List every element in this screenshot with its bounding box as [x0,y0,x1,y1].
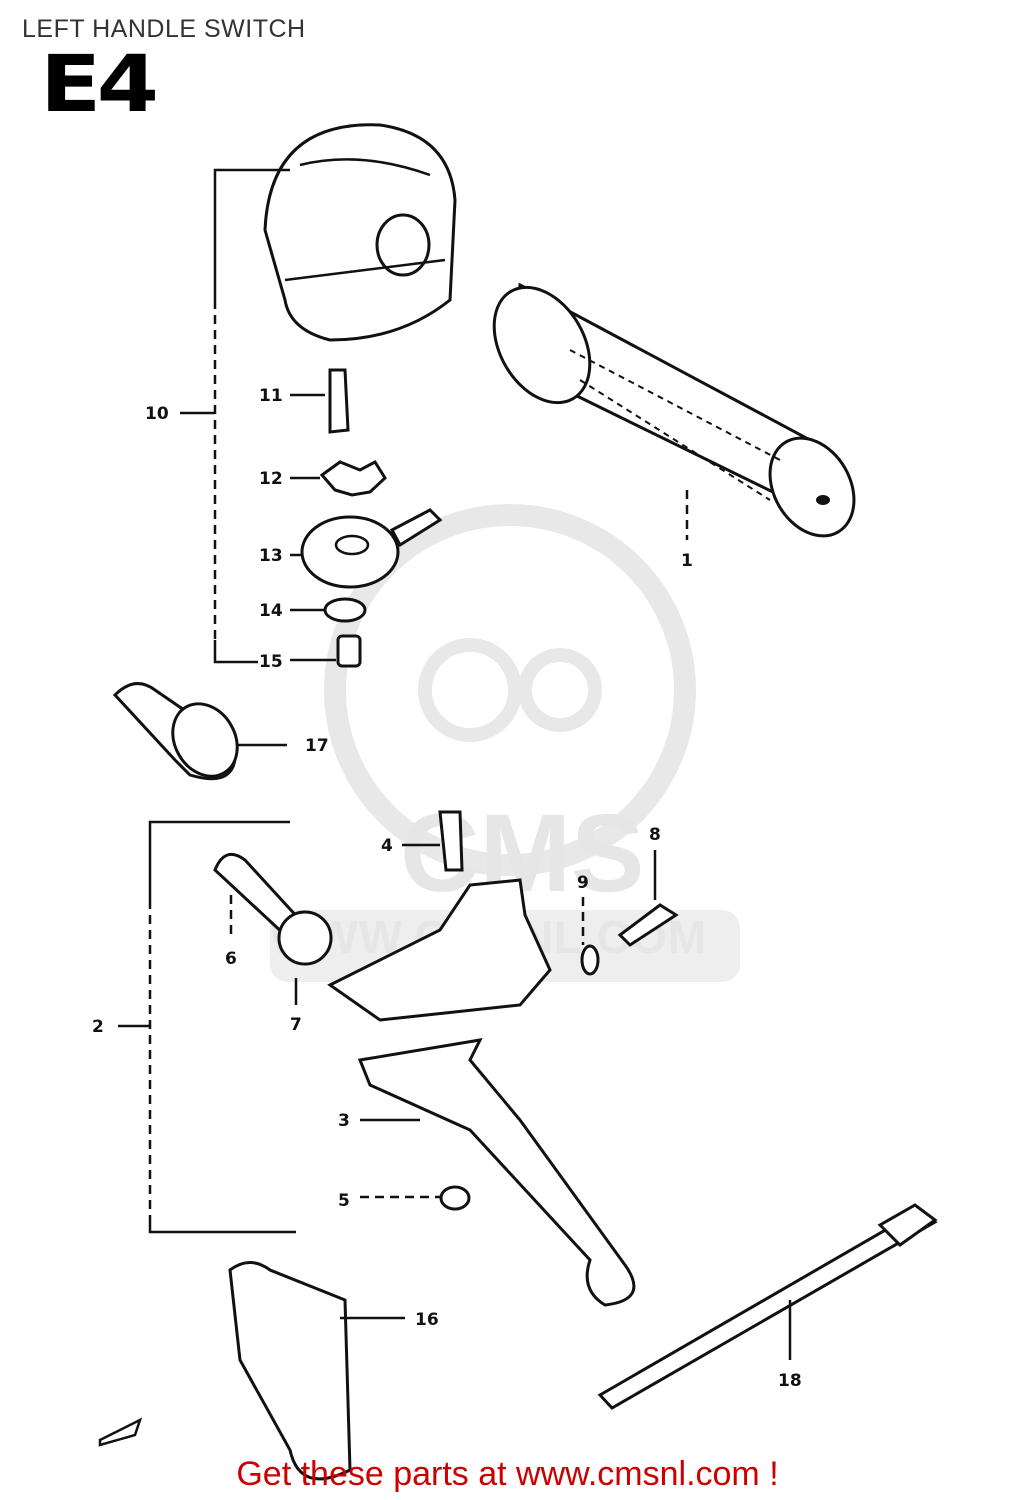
nut-15-part [336,634,362,668]
clutch-lever-part [357,1038,636,1307]
callout-2: 2 [92,1017,104,1037]
lever-bracket-part [327,878,552,1022]
bolt-4-part [438,810,464,872]
washer-9-part [580,944,600,976]
section-code: E4 [40,40,159,130]
page-title: LEFT HANDLE SWITCH [22,15,306,43]
lever-cover-part [228,1261,352,1481]
callout-11: 11 [259,386,283,406]
callout-13: 13 [259,546,283,566]
star-washer-part [319,460,387,497]
callout-16: 16 [415,1310,439,1330]
callout-8: 8 [649,825,661,845]
callout-12: 12 [259,469,283,489]
callout-9: 9 [577,873,589,893]
washer-14-part [323,597,367,623]
boot-cover-part [112,682,239,781]
grip-part [492,282,856,538]
promo-link[interactable]: Get these parts at www.cmsnl.com ! [236,1455,779,1493]
bolt-8-part [617,903,679,947]
front-arrow-icon [98,1417,143,1447]
callout-5: 5 [338,1191,350,1211]
callout-7: 7 [290,1015,302,1035]
strap-band-part [597,1203,938,1410]
callout-1: 1 [681,551,693,571]
screw-11-part [328,368,350,434]
adjuster-part [213,852,333,966]
switch-housing-part [263,123,457,342]
nut-5-part [439,1185,471,1211]
switch-plate-part [300,508,443,589]
callout-4: 4 [381,836,393,856]
callout-15: 15 [259,652,283,672]
callout-18: 18 [778,1371,802,1391]
callout-14: 14 [259,601,283,621]
callout-3: 3 [338,1111,350,1131]
callout-17: 17 [305,736,329,756]
callout-6: 6 [225,949,237,969]
callout-10: 10 [145,404,169,424]
